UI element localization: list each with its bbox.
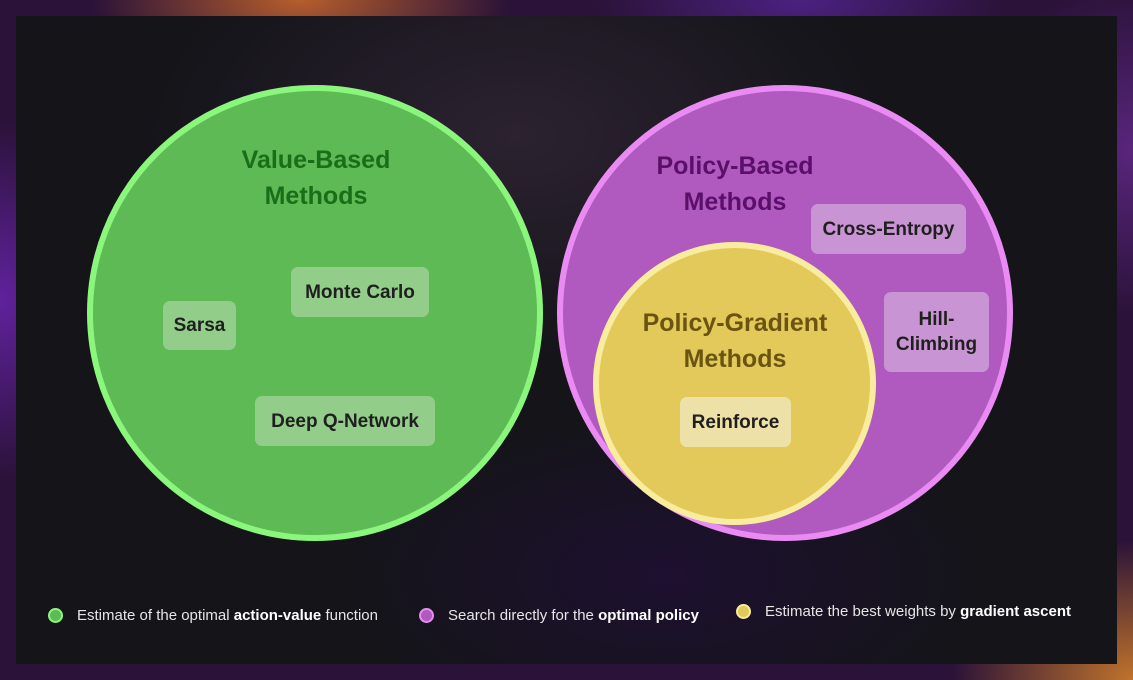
policy-based-title-line1: Policy-Based: [656, 152, 814, 180]
legend-value-pre: Estimate of the optimal: [77, 607, 234, 624]
policy-gradient-title: Policy-Gradient Methods: [622, 305, 848, 377]
tag-sarsa: Sarsa: [163, 301, 236, 350]
legend-value-bold: action-value: [233, 607, 322, 624]
tag-hill-climbing-line1: Hill-: [918, 309, 955, 330]
yellow-dot-icon: [736, 604, 751, 619]
policy-gradient-circle: [593, 242, 876, 525]
legend-policy-pre: Search directly for the: [448, 607, 599, 624]
tag-reinforce: Reinforce: [680, 397, 791, 447]
legend-item-value: Estimate of the optimal action-value fun…: [48, 607, 378, 624]
policy-based-title-line2: Methods: [683, 188, 787, 216]
green-dot-icon: [48, 608, 63, 623]
legend-value-post: function: [321, 607, 378, 624]
tag-hill-climbing: Hill- Climbing: [884, 292, 989, 372]
tag-hill-climbing-line2: Climbing: [895, 334, 978, 355]
legend-gradient-pre: Estimate the best weights by: [765, 603, 961, 620]
value-based-title-line1: Value-Based: [241, 146, 391, 174]
purple-dot-icon: [419, 608, 434, 623]
legend-item-gradient: Estimate the best weights by gradient as…: [736, 603, 1071, 620]
policy-based-title: Policy-Based Methods: [632, 148, 838, 220]
legend-policy-bold: optimal policy: [598, 607, 699, 624]
tag-monte-carlo: Monte Carlo: [291, 267, 429, 317]
tag-cross-entropy: Cross-Entropy: [811, 204, 966, 254]
value-based-title: Value-Based Methods: [213, 142, 419, 214]
tag-deep-q-network: Deep Q-Network: [255, 396, 435, 446]
policy-gradient-title-line1: Policy-Gradient: [642, 309, 828, 337]
legend-gradient-bold: gradient ascent: [960, 603, 1071, 620]
legend-item-policy: Search directly for the optimal policy: [419, 607, 699, 624]
value-based-title-line2: Methods: [264, 182, 368, 210]
policy-gradient-title-line2: Methods: [683, 345, 787, 373]
